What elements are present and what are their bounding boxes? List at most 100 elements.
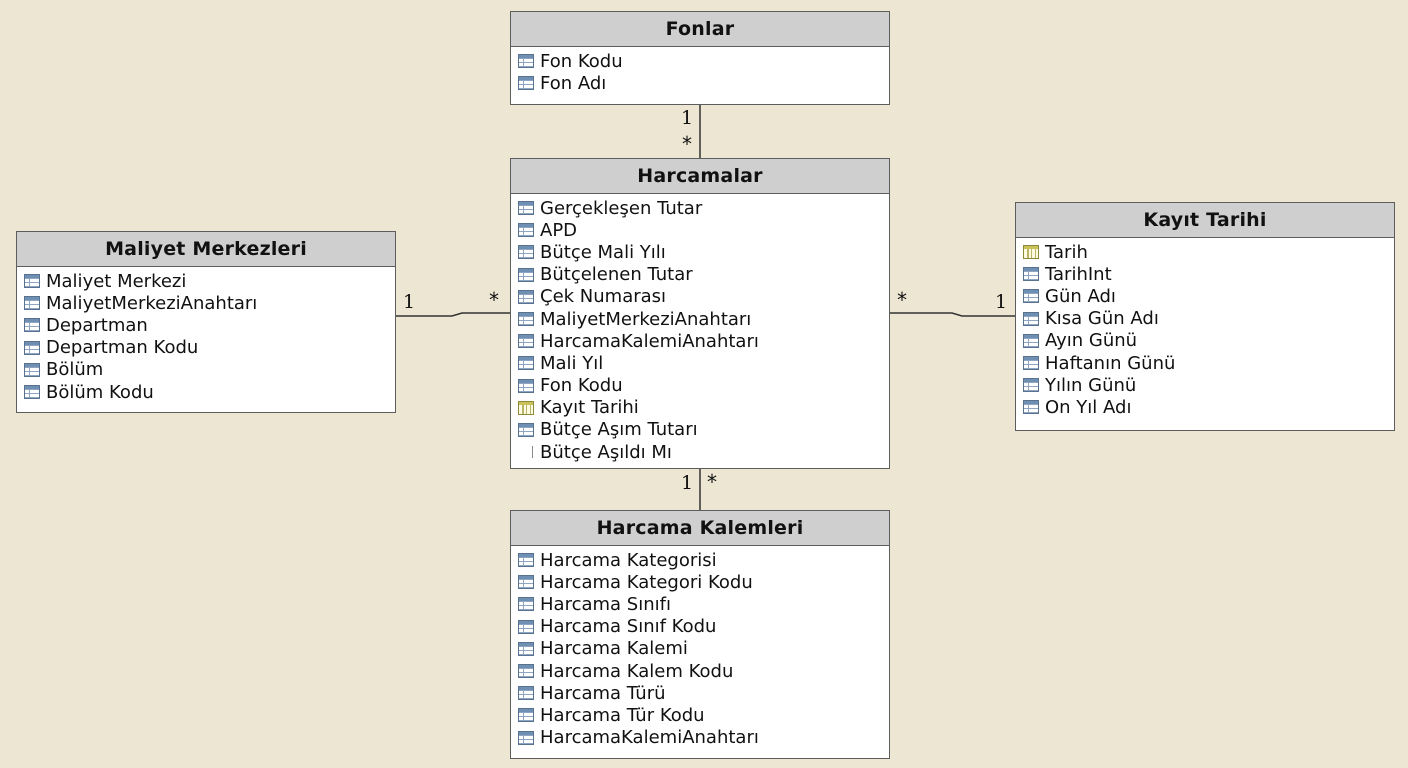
date-column-icon	[518, 400, 534, 415]
column-icon	[1023, 289, 1039, 304]
field-row[interactable]: TarihInt	[1023, 263, 1394, 285]
column-icon	[518, 223, 534, 238]
field-label: Maliyet Merkezi	[46, 270, 187, 292]
field-label: Departman Kodu	[46, 337, 199, 359]
column-icon	[1023, 333, 1039, 348]
field-row[interactable]: Çek Numarası	[518, 286, 889, 308]
field-label: Bütçe Mali Yılı	[540, 241, 666, 263]
column-icon	[518, 334, 534, 349]
column-icon	[518, 597, 534, 612]
field-label: Bütçelenen Tutar	[540, 264, 693, 286]
field-row[interactable]: Bölüm	[24, 359, 395, 381]
field-row[interactable]: Fon Kodu	[518, 375, 889, 397]
table-title[interactable]: Harcamalar	[511, 159, 889, 194]
field-row[interactable]: Bütçelenen Tutar	[518, 264, 889, 286]
field-row[interactable]: Bölüm Kodu	[24, 381, 395, 403]
kalemleri-one-label: 1	[681, 472, 694, 494]
kayit-one-label: 1	[995, 291, 1008, 313]
column-icon	[518, 312, 534, 327]
field-row[interactable]: HarcamaKalemiAnahtarı	[518, 727, 889, 749]
field-row[interactable]: Yılın Günü	[1023, 374, 1394, 396]
field-label: Bütçe Aşıldı Mı	[540, 441, 672, 463]
field-label: Harcama Kategorisi	[540, 549, 717, 571]
column-icon	[24, 318, 40, 333]
field-row[interactable]: Departman	[24, 314, 395, 336]
connector-maliyet-harcamalar	[395, 312, 511, 317]
fonlar-one-label: 1	[681, 107, 694, 129]
field-row[interactable]: HarcamaKalemiAnahtarı	[518, 330, 889, 352]
field-row[interactable]: Gerçekleşen Tutar	[518, 197, 889, 219]
field-row[interactable]: Harcama Tür Kodu	[518, 704, 889, 726]
table-title[interactable]: Maliyet Merkezleri	[17, 232, 395, 267]
column-icon	[1023, 378, 1039, 393]
field-row[interactable]: Bütçe Aşım Tutarı	[518, 419, 889, 441]
field-label: Fon Adı	[540, 72, 607, 94]
field-label: Gerçekleşen Tutar	[540, 197, 703, 219]
field-label: Kayıt Tarihi	[540, 397, 639, 419]
field-row[interactable]: Tarih	[1023, 241, 1394, 263]
field-row[interactable]: Maliyet Merkezi	[24, 270, 395, 292]
field-row[interactable]: Ayın Günü	[1023, 330, 1394, 352]
field-label: Gün Adı	[1045, 285, 1116, 307]
field-row[interactable]: Mali Yıl	[518, 352, 889, 374]
field-label: Harcama Türü	[540, 682, 666, 704]
column-icon	[1023, 356, 1039, 371]
field-row[interactable]: Fon Adı	[518, 72, 889, 94]
kayit-many-label: *	[897, 288, 907, 312]
column-icon	[24, 385, 40, 400]
column-icon	[518, 54, 534, 69]
field-row[interactable]: MaliyetMerkeziAnahtarı	[518, 308, 889, 330]
column-icon	[1023, 400, 1039, 415]
table-title[interactable]: Fonlar	[511, 12, 889, 47]
field-row[interactable]: Harcama Kategorisi	[518, 549, 889, 571]
column-icon	[518, 686, 534, 701]
field-label: Bütçe Aşım Tutarı	[540, 419, 698, 441]
field-row[interactable]: Harcama Kategori Kodu	[518, 571, 889, 593]
field-row[interactable]: Kayıt Tarihi	[518, 397, 889, 419]
table-title[interactable]: Harcama Kalemleri	[511, 511, 889, 546]
maliyet-many-label: *	[489, 288, 499, 312]
field-label: Bölüm	[46, 359, 104, 381]
column-icon	[518, 730, 534, 745]
field-row[interactable]: Bütçe Mali Yılı	[518, 241, 889, 263]
field-row[interactable]: Harcama Kalemi	[518, 638, 889, 660]
field-label: Ayın Günü	[1045, 330, 1138, 352]
field-row[interactable]: MaliyetMerkeziAnahtarı	[24, 292, 395, 314]
field-row[interactable]: Harcama Kalem Kodu	[518, 660, 889, 682]
field-row[interactable]: On Yıl Adı	[1023, 396, 1394, 418]
column-icon	[518, 422, 534, 437]
field-row[interactable]: Harcama Sınıfı	[518, 593, 889, 615]
field-row[interactable]: Haftanın Günü	[1023, 352, 1394, 374]
field-label: Harcama Kalemi	[540, 638, 688, 660]
table-title[interactable]: Kayıt Tarihi	[1016, 203, 1394, 238]
boolean-column-icon	[518, 445, 534, 459]
maliyet-one-label: 1	[403, 291, 416, 313]
field-row[interactable]: Kısa Gün Adı	[1023, 308, 1394, 330]
field-row[interactable]: Departman Kodu	[24, 337, 395, 359]
field-row[interactable]: APD	[518, 219, 889, 241]
field-row[interactable]: Harcama Türü	[518, 682, 889, 704]
field-label: Fon Kodu	[540, 50, 623, 72]
field-label: Çek Numarası	[540, 286, 667, 308]
column-icon	[518, 708, 534, 723]
field-label: APD	[540, 219, 578, 241]
field-row[interactable]: Gün Adı	[1023, 285, 1394, 307]
column-icon	[518, 664, 534, 679]
field-row[interactable]: Harcama Sınıf Kodu	[518, 616, 889, 638]
column-icon	[24, 296, 40, 311]
field-label: Yılın Günü	[1045, 374, 1137, 396]
column-icon	[518, 356, 534, 371]
field-row[interactable]: Fon Kodu	[518, 50, 889, 72]
column-icon	[1023, 267, 1039, 282]
kalemleri-many-label: *	[707, 470, 717, 494]
field-row[interactable]: Bütçe Aşıldı Mı	[518, 441, 889, 463]
